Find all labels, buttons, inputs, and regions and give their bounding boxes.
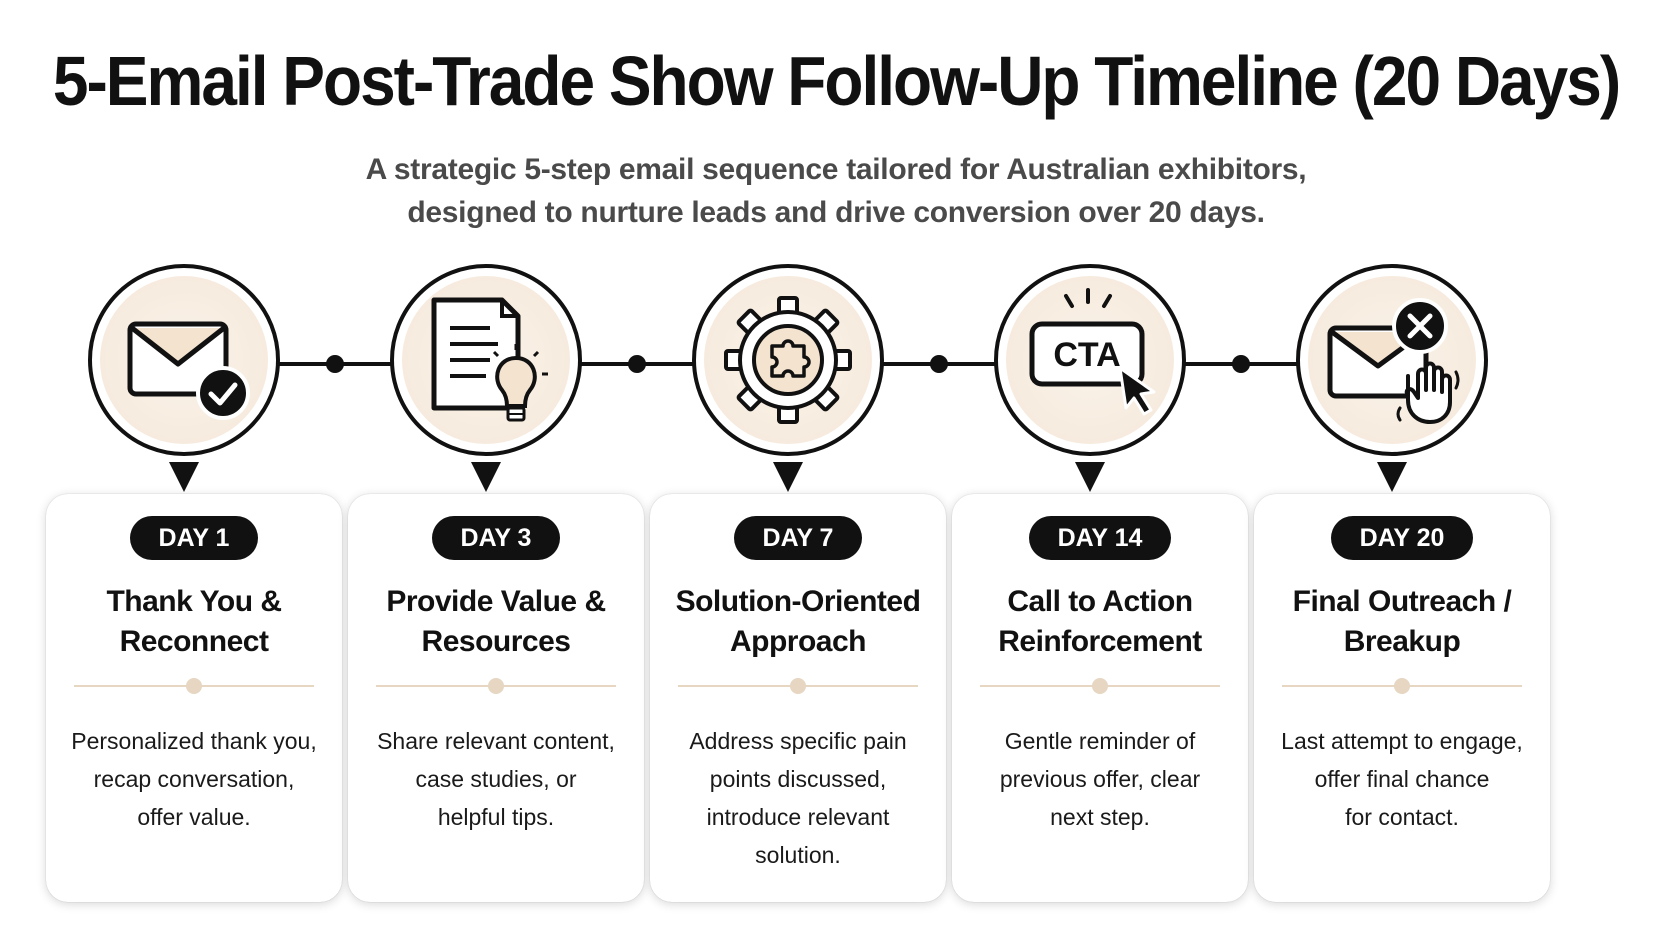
step-card-day-1: DAY 1 Thank You & Reconnect Personalized… [46, 494, 342, 902]
envelope-check-icon [127, 321, 250, 420]
card-divider-dot [488, 678, 504, 694]
day-badge: DAY 1 [129, 516, 259, 560]
step-description-line: previous offer, clear [999, 766, 1201, 792]
step-title-line: Final Outreach / [1292, 585, 1512, 618]
step-1-node [88, 264, 280, 456]
step-description-line: offer value. [137, 804, 251, 830]
step-title: Call to Action Reinforcement [952, 582, 1248, 662]
step-4-pointer [1075, 462, 1105, 492]
step-description-line: introduce relevant [706, 804, 890, 830]
step-description-line: solution. [755, 842, 841, 868]
cta-button-cursor-icon: CTA [1029, 288, 1156, 416]
step-title-line: Reconnect [119, 625, 269, 658]
step-title: Provide Value & Resources [348, 582, 644, 662]
step-2-pointer [471, 462, 501, 492]
card-divider-dot [1092, 678, 1108, 694]
step-title-line: Breakup [1343, 625, 1461, 658]
step-description: Gentle reminder of previous offer, clear… [952, 722, 1248, 836]
page-subtitle: A strategic 5-step email sequence tailor… [0, 148, 1672, 234]
card-divider-dot [790, 678, 806, 694]
step-title: Final Outreach / Breakup [1254, 582, 1550, 662]
step-2-node [390, 264, 582, 456]
step-4-node: CTA [994, 264, 1186, 456]
step-description-line: helpful tips. [437, 804, 555, 830]
gear-puzzle-icon [724, 296, 852, 424]
day-badge: DAY 7 [733, 516, 863, 560]
step-card-day-20: DAY 20 Final Outreach / Breakup Last att… [1254, 494, 1550, 902]
subtitle-line-2: designed to nurture leads and drive conv… [407, 196, 1265, 229]
timeline-dot-1 [326, 355, 344, 373]
step-title-line: Provide Value & [386, 585, 606, 618]
step-5-node [1296, 264, 1488, 456]
step-3-node [692, 264, 884, 456]
step-description: Share relevant content, case studies, or… [348, 722, 644, 836]
step-title: Thank You & Reconnect [46, 582, 342, 662]
step-description-line: next step. [1050, 804, 1150, 830]
document-lightbulb-icon [431, 297, 548, 422]
day-badge: DAY 20 [1330, 516, 1474, 560]
step-3-pointer [773, 462, 803, 492]
cta-icon-label: CTA [1053, 336, 1120, 374]
step-title: Solution-Oriented Approach [650, 582, 946, 662]
step-title-line: Solution-Oriented [675, 585, 921, 618]
step-description-line: offer final chance [1314, 766, 1490, 792]
step-description-line: points discussed, [709, 766, 887, 792]
day-badge: DAY 14 [1028, 516, 1172, 560]
step-1-pointer [169, 462, 199, 492]
subtitle-line-1: A strategic 5-step email sequence tailor… [365, 153, 1307, 186]
day-badge: DAY 3 [431, 516, 561, 560]
timeline-dot-2 [628, 355, 646, 373]
step-description-line: for contact. [1345, 804, 1459, 830]
step-description: Last attempt to engage, offer final chan… [1254, 722, 1550, 836]
envelope-close-wave-icon [1327, 298, 1460, 424]
page-title: 5-Email Post-Trade Show Follow-Up Timeli… [52, 42, 1621, 120]
step-description-line: Address specific pain [689, 728, 907, 754]
step-card-day-3: DAY 3 Provide Value & Resources Share re… [348, 494, 644, 902]
step-description-line: Personalized thank you, [71, 728, 317, 754]
step-description-line: Share relevant content, [377, 728, 615, 754]
card-divider-dot [186, 678, 202, 694]
step-description-line: recap conversation, [93, 766, 295, 792]
step-description-line: Gentle reminder of [1004, 728, 1196, 754]
timeline-dot-4 [1232, 355, 1250, 373]
step-title-line: Resources [421, 625, 571, 658]
step-card-day-14: DAY 14 Call to Action Reinforcement Gent… [952, 494, 1248, 902]
timeline-dot-3 [930, 355, 948, 373]
step-card-day-7: DAY 7 Solution-Oriented Approach Address… [650, 494, 946, 902]
card-divider-dot [1394, 678, 1410, 694]
step-description: Address specific pain points discussed, … [650, 722, 946, 874]
step-title-line: Call to Action [1007, 585, 1193, 618]
step-description-line: case studies, or [415, 766, 577, 792]
step-description: Personalized thank you, recap conversati… [46, 722, 342, 836]
step-5-pointer [1377, 462, 1407, 492]
step-title-line: Thank You & [106, 585, 282, 618]
step-description-line: Last attempt to engage, [1281, 728, 1523, 754]
step-title-line: Approach [729, 625, 867, 658]
step-title-line: Reinforcement [998, 625, 1202, 658]
